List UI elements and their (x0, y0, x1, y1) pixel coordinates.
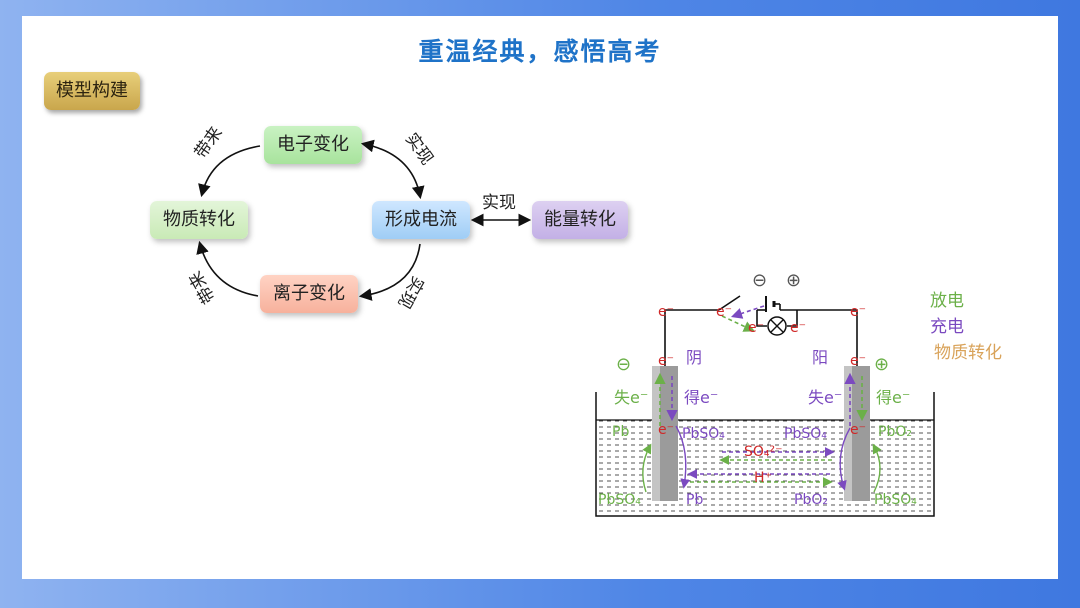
left-wire (664, 309, 719, 366)
minus-terminal: ⊖ (752, 270, 767, 291)
gain-e-left: 得e⁻ (684, 388, 718, 407)
lose-e-left: 失e⁻ (614, 388, 648, 407)
label-realize-bottom: 实现 (393, 272, 427, 311)
pbso4-left-top: PbSO₄ (682, 426, 725, 442)
pbso4-right-bottom: PbSO₄ (874, 492, 917, 508)
pbso4-right-top: PbSO₄ (784, 426, 827, 442)
right-wire (780, 309, 858, 366)
anode-label: 阳 (812, 348, 828, 367)
electron-right-bottom: e⁻ (850, 422, 866, 438)
switch-blade (718, 295, 741, 311)
concept-cycle-diagram: 带来 实现 带来 实现 实现 (185, 123, 1002, 517)
hydrogen-ion: H⁺ (754, 470, 772, 486)
electron-lamp-right: e⁻ (790, 320, 806, 336)
material-change-node: 物质转化 (150, 201, 248, 239)
form-current-node: 形成电流 (372, 201, 470, 239)
page-title: 重温经典，感悟高考 (418, 37, 662, 66)
model-building-badge: 模型构建 (44, 72, 140, 110)
legend-material: 物质转化 (934, 343, 1002, 363)
pb-product: Pb (686, 492, 703, 508)
legend-discharge: 放电 (930, 291, 964, 311)
lead-acid-battery-diagram: ⊖ ⊕ ⊖ ⊕ e⁻ e⁻ e⁻ e⁻ e⁻ e⁻ e⁻ e⁻ e⁻ 阴 阳 失… (595, 270, 935, 517)
cathode-label: 阴 (686, 348, 702, 367)
legend-charge: 充电 (930, 317, 964, 337)
electron-lamp-left: e⁻ (748, 320, 764, 336)
label-realize-top: 实现 (401, 129, 437, 168)
label-brings-top: 带来 (191, 123, 227, 162)
energy-change-node: 能量转化 (532, 201, 628, 239)
arrow-ion-to-mat (196, 240, 259, 297)
pbso4-left-bottom: PbSO₄ (598, 492, 641, 508)
pbo2-right-top: PbO₂ (878, 424, 912, 440)
label-realize-energy: 实现 (482, 193, 516, 213)
arrow-elec-to-mat (198, 145, 261, 198)
slide-canvas: 重温经典，感悟高考 模型构建 电子变化 物质转化 形成电流 离子变化 能量转化 (22, 16, 1058, 579)
electron-switch: e⁻ (716, 304, 732, 320)
pbo2-product: PbO₂ (794, 492, 828, 508)
ion-change-node: 离子变化 (260, 275, 358, 313)
electron-right-wire: e⁻ (850, 304, 866, 320)
left-minus: ⊖ (616, 354, 631, 375)
electron-left-wire: e⁻ (658, 304, 674, 320)
electron-left-top: e⁻ (658, 353, 674, 369)
gain-e-right: 得e⁻ (876, 388, 910, 407)
right-plus: ⊕ (874, 354, 889, 375)
arrow-cur-to-elec (360, 139, 425, 200)
arrow-cur-to-ion (358, 243, 421, 301)
sulfate-ion: SO₄²⁻ (744, 444, 783, 460)
electron-right-top: e⁻ (850, 353, 866, 369)
electron-change-node: 电子变化 (264, 126, 362, 164)
pb-left: Pb (612, 424, 629, 440)
lamp-branch (756, 310, 767, 327)
lose-e-right: 失e⁻ (808, 388, 842, 407)
beaker-outline (595, 392, 935, 517)
plus-terminal: ⊕ (786, 270, 801, 291)
electron-left-bottom: e⁻ (658, 422, 674, 438)
